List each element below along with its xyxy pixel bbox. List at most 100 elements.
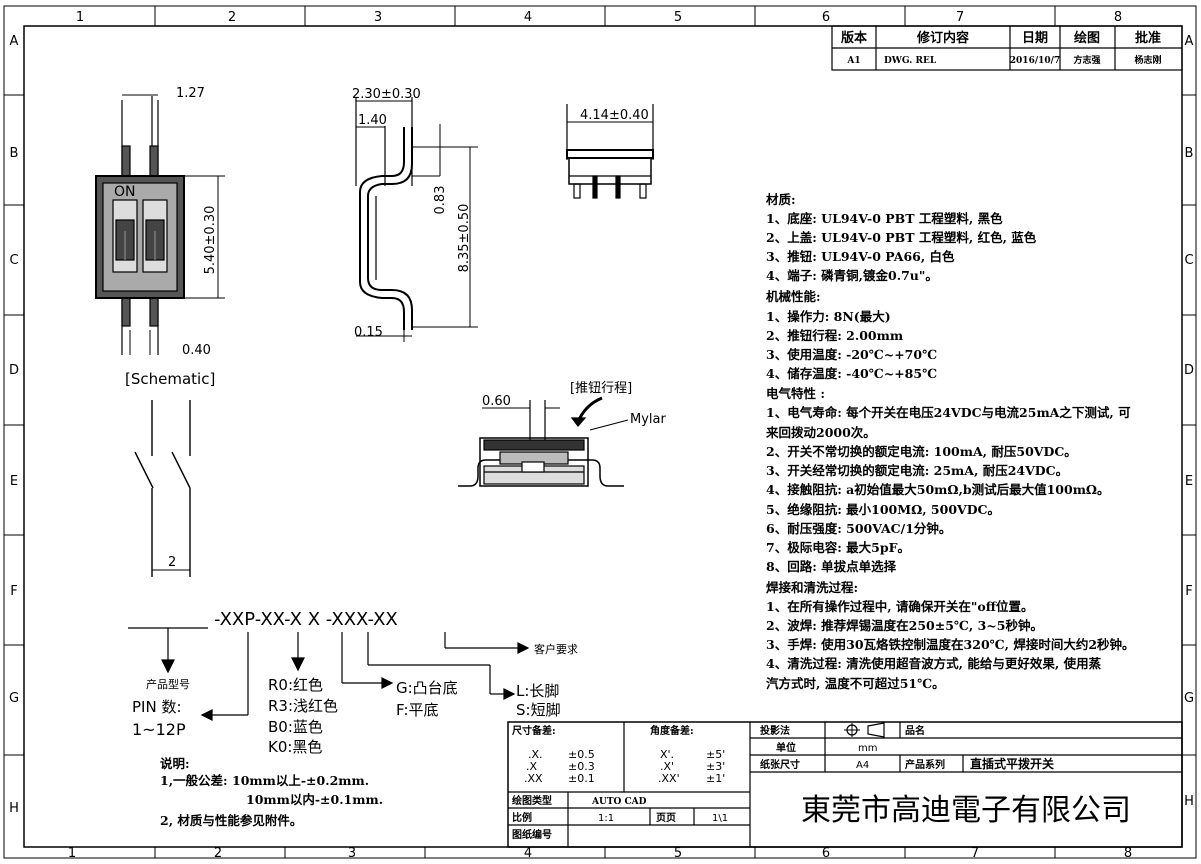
col-label: 5 xyxy=(674,10,682,25)
projection-label: 投影法 xyxy=(760,724,790,737)
row-label: C xyxy=(1184,253,1193,268)
color-option: K0:黑色 xyxy=(268,738,322,756)
series-value: 直插式平拨开关 xyxy=(970,756,1054,771)
col-label: 6 xyxy=(822,846,830,861)
material-title: 材质: xyxy=(765,192,796,207)
rev-header-date: 日期 xyxy=(1022,31,1048,46)
row-label: A xyxy=(10,34,19,49)
ang-tol-key: X'. xyxy=(660,748,674,761)
base-option: F:平底 xyxy=(396,701,439,719)
ang-tol-value: ±3' xyxy=(706,760,725,773)
rev-content: DWG. REL xyxy=(884,56,937,66)
row-label: E xyxy=(10,474,18,489)
solder-title: 焊接和清洗过程: xyxy=(766,580,858,595)
col-label: 1 xyxy=(68,846,76,861)
dim-travel-offset: 0.60 xyxy=(482,394,511,409)
solder-line: 2、波焊: 推荐焊锡温度在250±5℃, 3~5秒钟。 xyxy=(766,618,1043,633)
rev-header-approved: 批准 xyxy=(1135,30,1161,46)
rev-version: A1 xyxy=(846,56,860,66)
row-label: D xyxy=(9,363,19,378)
solder-line: 汽方式时, 温度不可超过51℃。 xyxy=(766,676,945,691)
dim-body-height: 5.40±0.30 xyxy=(203,206,218,275)
dim-tol-value: ±0.1 xyxy=(568,772,595,785)
dim-tol-key: .XX xyxy=(524,772,543,785)
rev-header-drawn: 绘图 xyxy=(1074,30,1100,46)
ang-tol-value: ±5' xyxy=(706,748,725,761)
elec-line: 7、极际电容: 最大5pF。 xyxy=(766,540,910,555)
rev-date: 2016/10/7 xyxy=(1010,56,1060,66)
rev-approved: 杨志刚 xyxy=(1134,54,1161,66)
col-label: 8 xyxy=(1114,10,1122,25)
solder-line: 1、在所有操作过程中, 请确保开关在"off位置。 xyxy=(766,599,1034,614)
notes-title: 说明: xyxy=(160,756,190,771)
elec-line: 来回拨动2000次。 xyxy=(765,425,876,440)
col-label: 7 xyxy=(956,10,964,25)
row-label: D xyxy=(1184,363,1194,378)
color-option: R3:浅红色 xyxy=(268,697,338,715)
elec-line: 8、回路: 单拔点单选择 xyxy=(766,559,897,574)
travel-label: [推钮行程] xyxy=(570,381,632,396)
solder-line: 3、手焊: 使用30瓦烙铁控制温度在320℃, 焊接时间大约2秒钟。 xyxy=(766,637,1135,652)
dim-lead-thickness: 0.15 xyxy=(354,325,383,340)
revision-table: 版本 修订内容 日期 绘图 批准 A1 DWG. REL 2016/10/7 方… xyxy=(831,25,1183,71)
solder-line: 4、清洗过程: 清洗使用超音波方式, 能给与更好效果, 使用蒸 xyxy=(766,656,1102,671)
side-view-labels: 2.30±0.30 1.40 0.83 8.35±0.50 0.15 xyxy=(352,87,472,340)
section-view-labels: 0.60 [推钮行程] Mylar xyxy=(482,381,666,427)
elec-line: 1、电气寿命: 每个开关在电压24VDC与电流25mA之下测试, 可 xyxy=(766,405,1131,420)
page-label: 页页 xyxy=(656,812,676,824)
dim-tol-key: .X. xyxy=(528,748,543,761)
row-label: G xyxy=(9,691,19,706)
notes: 说明: 1,一般公差: 10mm以上-±0.2mm. 10mm以内-±0.1mm… xyxy=(160,756,383,828)
frame-column-labels-bottom: 1 2 3 4 5 6 7 8 xyxy=(68,846,1132,861)
color-option: B0:蓝色 xyxy=(268,718,323,736)
schematic-diagram xyxy=(134,400,191,577)
row-label: C xyxy=(9,253,18,268)
ang-tol-key: .X' xyxy=(660,760,674,773)
model-label: 产品型号 xyxy=(146,677,190,691)
ang-tol-value: ±1' xyxy=(706,772,725,785)
base-option: G:凸台底 xyxy=(396,679,458,697)
dim-tol-label: 尺寸备差: xyxy=(512,724,556,737)
row-label: G xyxy=(1184,691,1194,706)
rev-drawn: 方志强 xyxy=(1073,54,1100,66)
note-line: 10mm以内-±0.1mm. xyxy=(246,792,383,807)
col-label: 3 xyxy=(374,10,382,25)
part-number-breakdown xyxy=(128,627,530,721)
frame-row-labels-left: A B C D E F G H xyxy=(9,34,19,816)
col-label: 4 xyxy=(524,10,532,25)
dim-top-width: 4.14±0.40 xyxy=(580,108,649,123)
col-label: 3 xyxy=(348,846,356,861)
foot-option: L:长脚 xyxy=(516,682,559,700)
dim-tol-key: .X xyxy=(526,760,537,773)
row-label: H xyxy=(1184,794,1194,809)
part-code: -XXP-XX-X X -XXX-XX xyxy=(214,609,398,630)
col-label: 7 xyxy=(971,846,979,861)
page-value: 1\1 xyxy=(712,813,728,824)
pin-label: PIN 数: xyxy=(132,698,182,716)
elec-line: 2、开关不常切换的额定电流: 100mA, 耐压50VDC。 xyxy=(766,444,1077,459)
specification-text: 材质: 1、底座: UL94V-0 PBT 工程塑料, 黑色 2、上盖: UL9… xyxy=(765,192,1135,691)
end-view xyxy=(566,104,654,199)
note-line: 1,一般公差: 10mm以上-±0.2mm. xyxy=(160,773,369,788)
dim-total-length: 8.35±0.50 xyxy=(457,204,472,273)
ang-tol-key: .XX' xyxy=(658,772,680,785)
row-label: A xyxy=(1185,34,1194,49)
col-label: 2 xyxy=(228,10,236,25)
part-number-labels: -XXP-XX-X X -XXX-XX 客户要求 产品型号 PIN 数: 1~1… xyxy=(132,609,578,756)
elec-line: 3、开关经常切换的额定电流: 25mA, 耐压24VDC。 xyxy=(766,463,1068,478)
dim-lead-offset: 1.40 xyxy=(358,113,387,128)
elec-line: 5、绝缘阻抗: 最小100MΩ, 500VDC。 xyxy=(766,502,1000,517)
dim-lead-width: 0.40 xyxy=(182,343,211,358)
material-line: 3、推钮: UL94V-0 PA66, 白色 xyxy=(766,249,955,264)
dim-schematic-pitch: 2 xyxy=(168,555,176,570)
col-label: 5 xyxy=(674,846,682,861)
scale-value: 1:1 xyxy=(598,813,614,824)
material-line: 4、端子: 磷青铜,镀金0.7u"。 xyxy=(766,268,938,283)
ang-tol-label: 角度备差: xyxy=(650,724,694,737)
frame-row-labels-right: A B C D E F G H xyxy=(1184,34,1194,809)
row-label: F xyxy=(1185,584,1192,599)
mech-title: 机械性能: xyxy=(766,289,821,304)
unit-label: 单位 xyxy=(776,741,796,754)
rev-header-version: 版本 xyxy=(841,30,867,46)
dim-pitch: 1.27 xyxy=(176,86,205,101)
